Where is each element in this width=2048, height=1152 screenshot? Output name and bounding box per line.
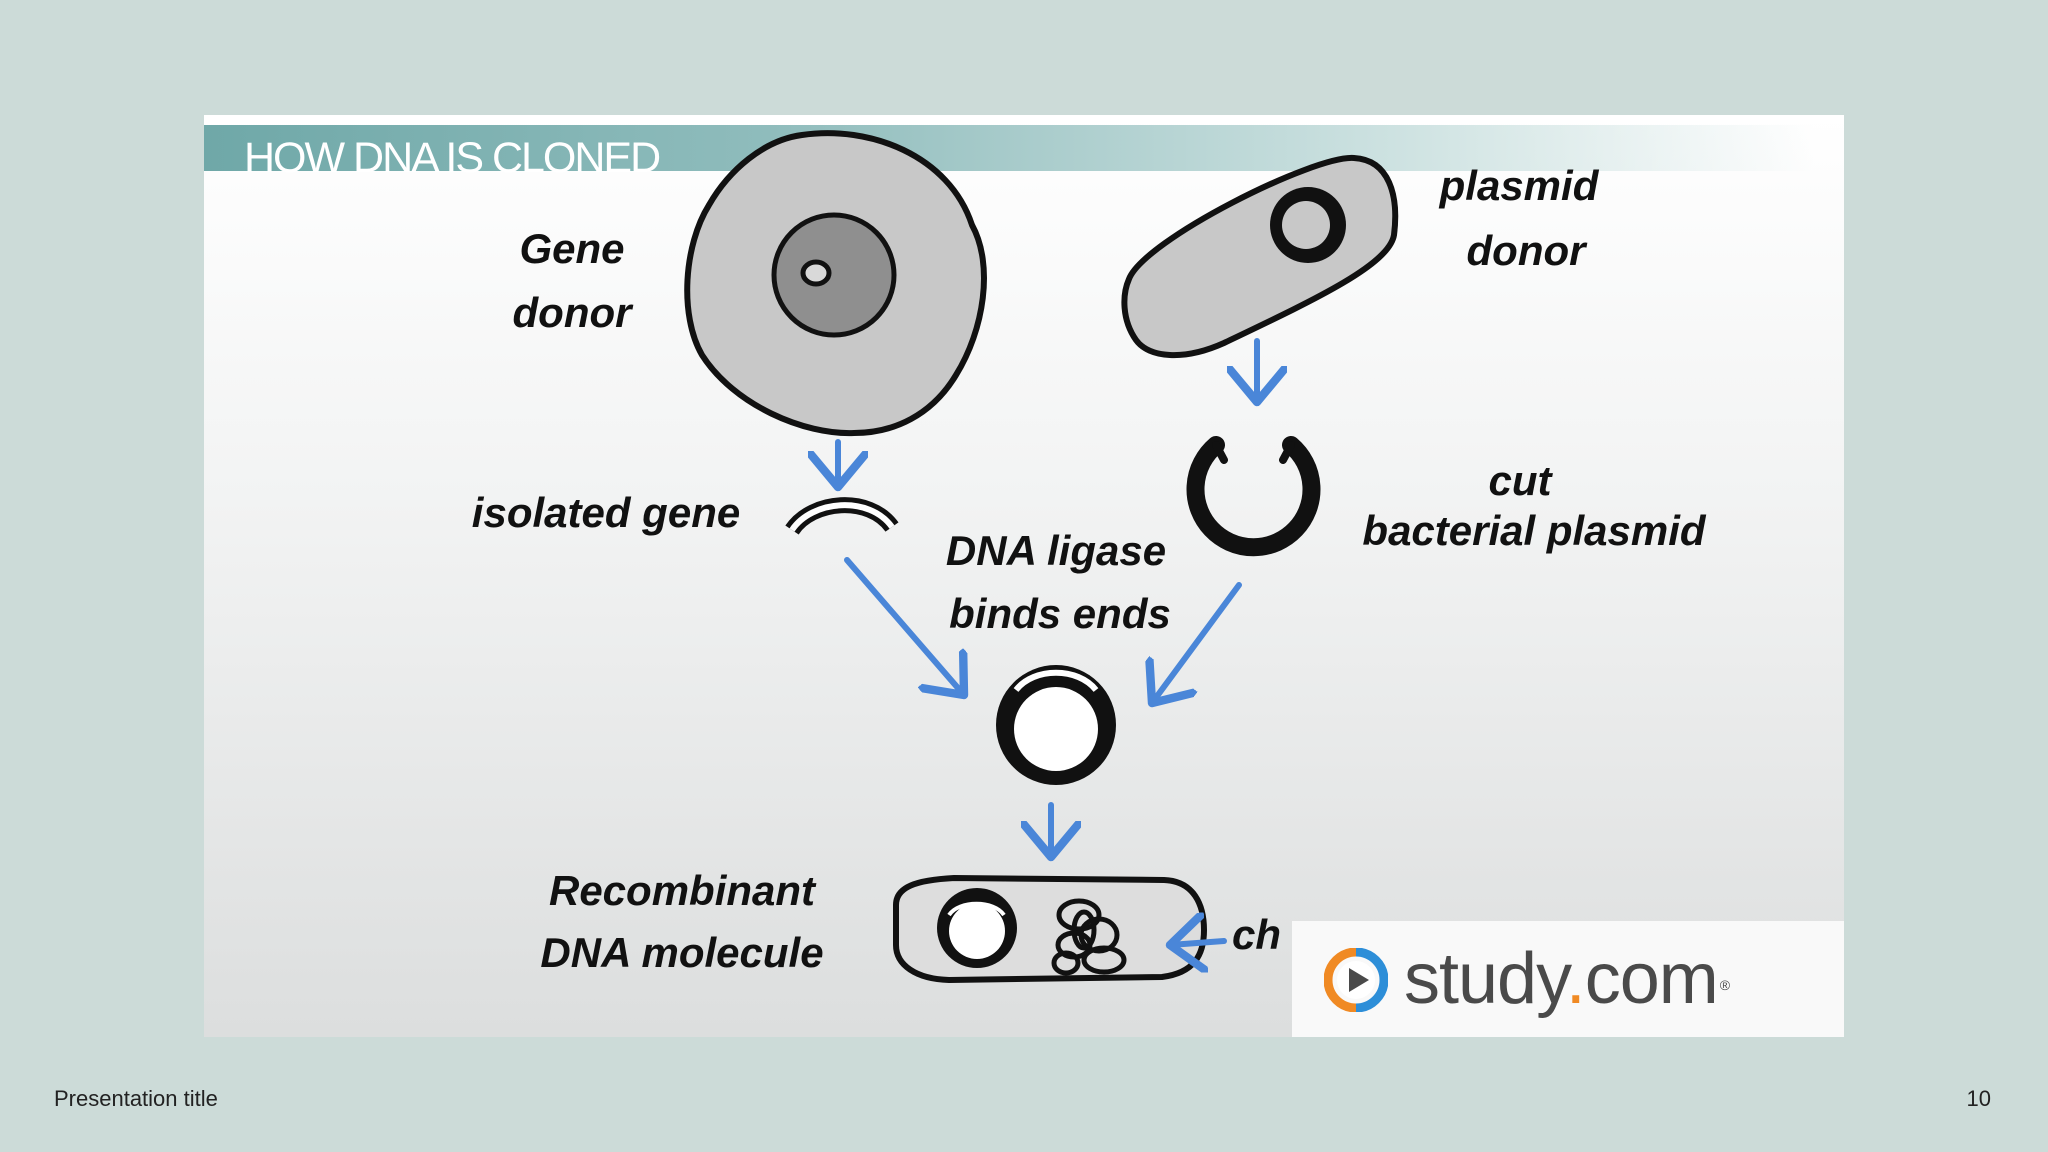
label-ligase-line1: DNA ligase — [946, 527, 1166, 574]
arrow-gene-to-recombinant — [844, 557, 964, 695]
footer-presentation-title: Presentation title — [54, 1086, 218, 1111]
flow-arrows — [838, 338, 1257, 945]
label-ligase-line2: binds ends — [949, 590, 1171, 637]
footer-page-number: 10 — [1966, 1086, 1991, 1111]
logo-name: study — [1404, 939, 1567, 1019]
arrow-to-chromosome — [1170, 941, 1227, 945]
recombinant-bacterium — [893, 874, 1208, 984]
plasmid-donor-bacterium — [1121, 154, 1399, 359]
banner-title: HOW DNA IS CLONED — [244, 134, 661, 182]
logo-tld: com — [1584, 939, 1719, 1019]
label-plasmid-donor-line2: donor — [1467, 227, 1589, 274]
dna-cloning-diagram: Gene donor plasmid donor isolated gene c… — [472, 130, 1707, 984]
label-isolated-gene: isolated gene — [472, 489, 740, 536]
label-recombinant-line2: DNA molecule — [540, 929, 823, 976]
title-banner: HOW DNA IS CLONED — [204, 125, 1814, 181]
label-cut-plasmid-line1: cut — [1489, 457, 1554, 504]
label-chromosome-partial: ch — [1232, 911, 1281, 958]
arrow-plasmid-to-recombinant — [1152, 582, 1242, 703]
logo-dot: . — [1565, 939, 1586, 1019]
study-logo: study.com® — [1292, 921, 1844, 1037]
recombinant-plasmid — [996, 665, 1116, 785]
label-gene-donor-line2: donor — [513, 289, 635, 336]
cut-plasmid — [1186, 436, 1321, 557]
label-plasmid-donor-line1: plasmid — [1439, 162, 1600, 209]
label-recombinant-line1: Recombinant — [549, 867, 817, 914]
isolated-gene-fragment — [785, 497, 899, 535]
label-gene-donor-line1: Gene — [519, 225, 624, 272]
chromosome-tangle — [1051, 898, 1127, 976]
logo-wordmark: study.com® — [1404, 937, 1730, 1021]
play-logo-icon — [1324, 948, 1388, 1012]
gene-donor-cell — [684, 130, 987, 437]
label-cut-plasmid-line2: bacterial plasmid — [1362, 507, 1706, 554]
slide-image: HOW DNA IS CLONED — [204, 115, 1844, 1037]
logo-registered: ® — [1719, 977, 1730, 993]
